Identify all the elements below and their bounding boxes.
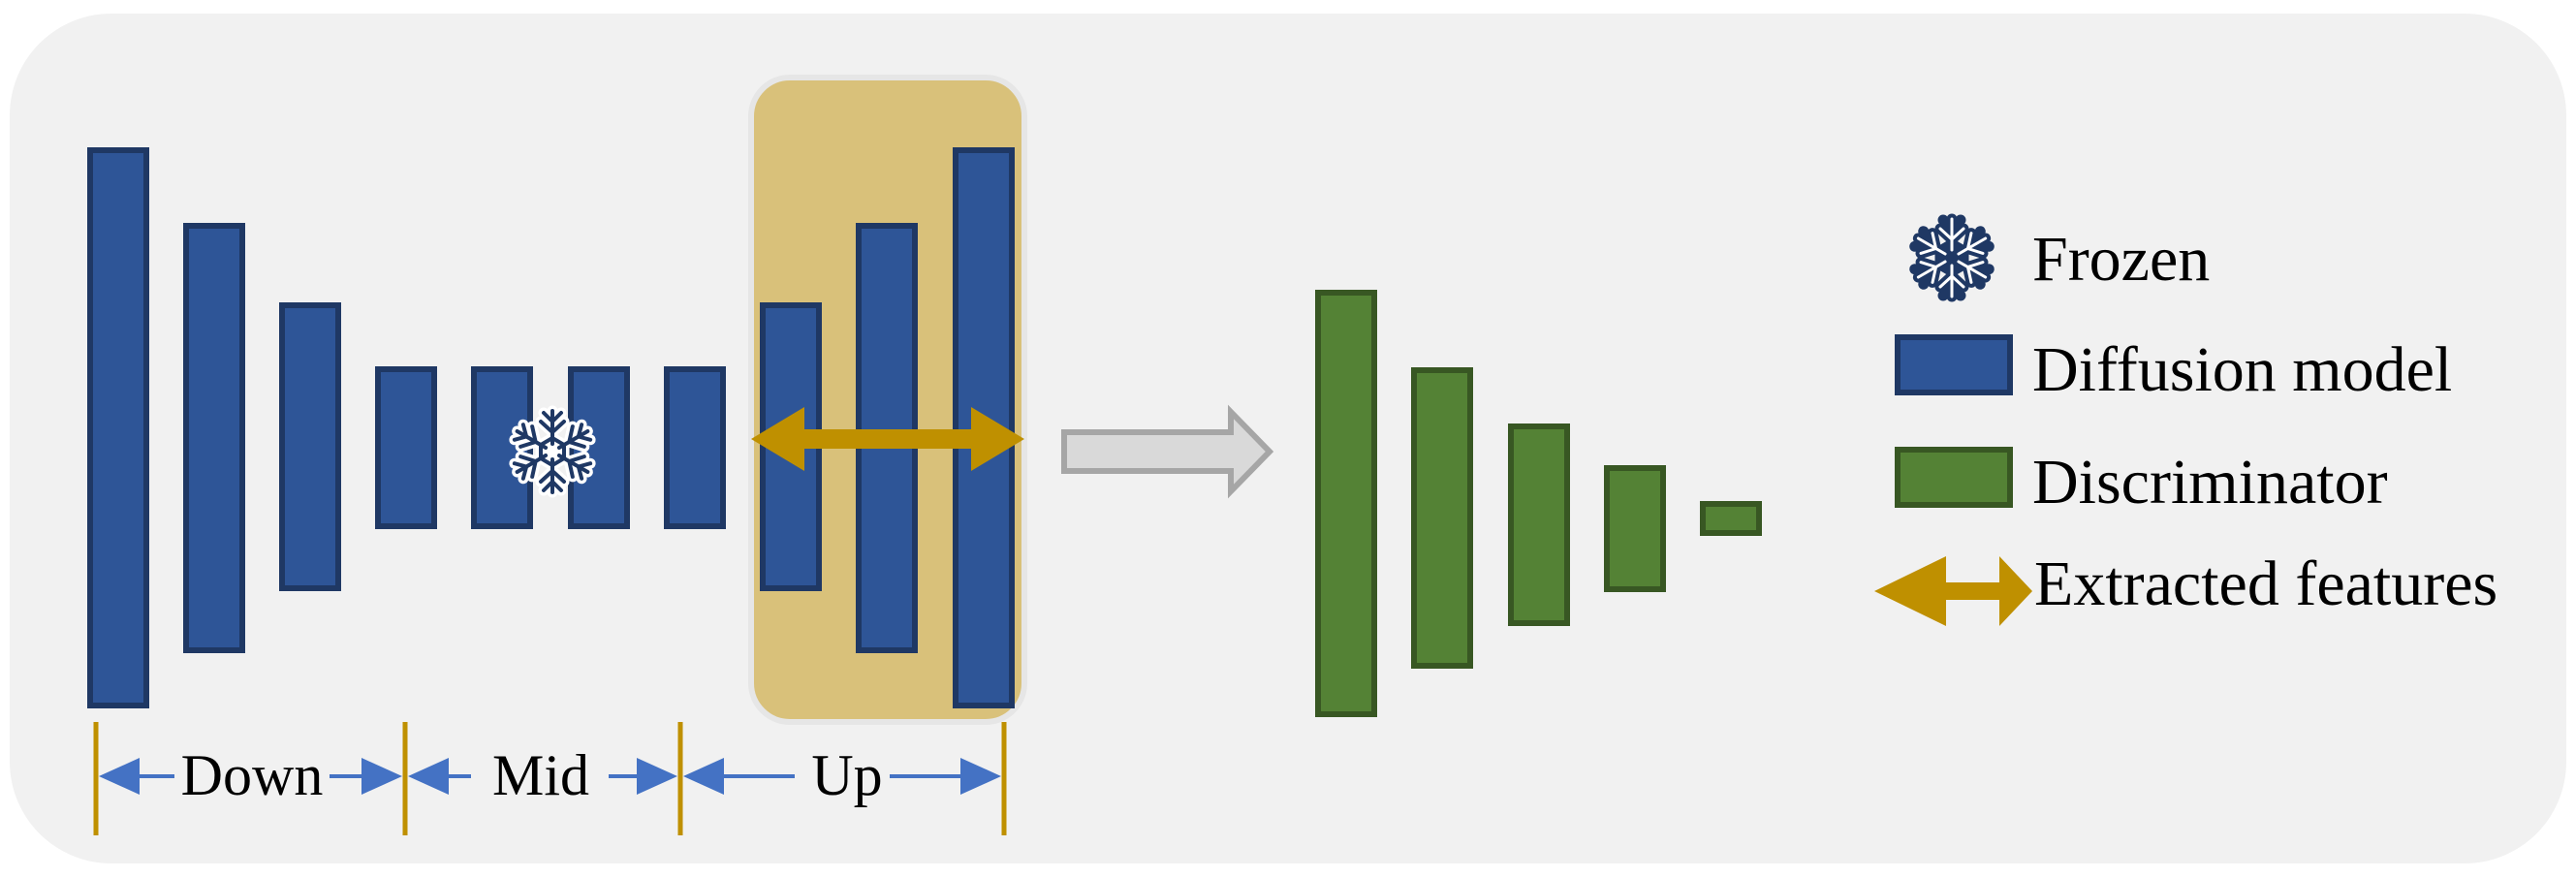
extracted-features-arrow (751, 407, 1024, 471)
legend-label-frozen: Frozen (2032, 224, 2210, 295)
down-arrow-left (99, 758, 140, 795)
section-label-down: Down (181, 743, 324, 807)
background-panel (10, 14, 2566, 863)
snowflake-icon (1909, 213, 1995, 302)
legend-discriminator: Discriminator (1895, 447, 2388, 517)
down-block-2 (183, 223, 245, 653)
discriminator (1315, 290, 1762, 717)
legend-swatch-green (1895, 447, 2013, 508)
legend-swatch-blue (1895, 334, 2013, 395)
down-block-4 (375, 366, 437, 529)
snowflake-icon (509, 405, 596, 498)
disc-block-1 (1315, 290, 1377, 717)
disc-block-4 (1604, 465, 1666, 592)
disc-block-3 (1508, 423, 1570, 626)
mid-arrow-left (408, 758, 449, 795)
legend-label-discriminator: Discriminator (2032, 447, 2388, 517)
section-label-mid: Mid (492, 743, 589, 807)
up-arrow-right (960, 758, 1001, 795)
section-label-up: Up (811, 743, 882, 807)
legend-diffusion: Diffusion model (1895, 334, 2452, 405)
mid-block-3 (664, 366, 726, 529)
down-block-1 (87, 147, 149, 708)
legend-label-extracted: Extracted features (2034, 549, 2497, 619)
section-brackets: Down Mid Up (93, 722, 1007, 835)
legend-double-arrow-icon (1874, 556, 2032, 626)
down-arrow-right (361, 758, 402, 795)
up-arrow-left (683, 758, 724, 795)
disc-block-5 (1700, 501, 1762, 536)
legend-frozen: Frozen (1909, 213, 2210, 302)
flow-arrow (1061, 404, 1274, 499)
disc-block-2 (1411, 367, 1473, 669)
legend-extracted: Extracted features (1874, 549, 2497, 626)
legend: Frozen Diffusion model Discriminator Ext… (1874, 213, 2497, 626)
legend-label-diffusion: Diffusion model (2032, 334, 2452, 405)
down-block-3 (279, 302, 341, 591)
mid-arrow-right (637, 758, 677, 795)
